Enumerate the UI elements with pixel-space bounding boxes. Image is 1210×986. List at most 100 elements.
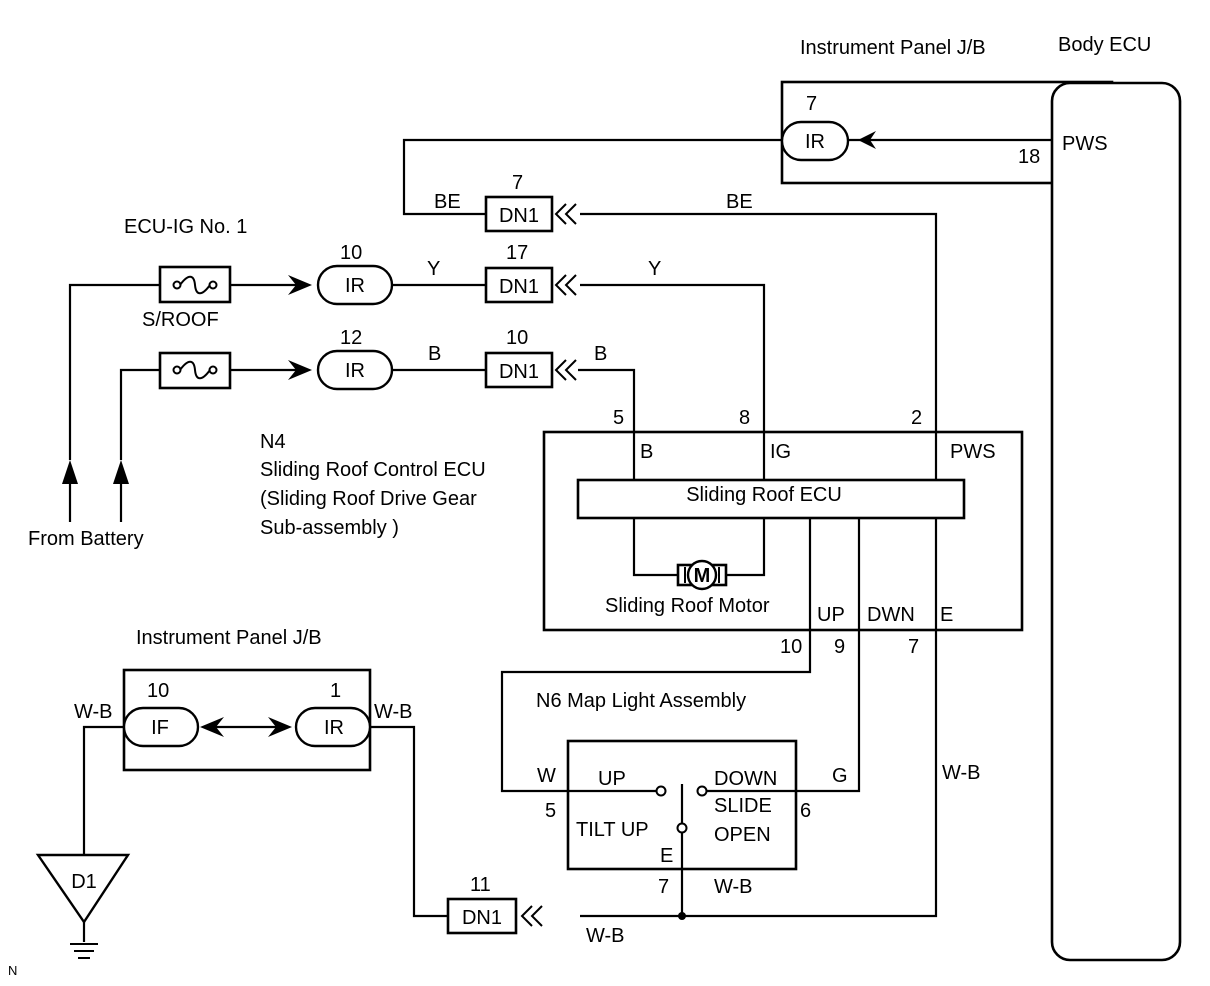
wire-b-label-left: B [428, 343, 441, 365]
n6-pin-e: 7 [658, 876, 669, 898]
n4-pin-dwn: 9 [834, 636, 845, 658]
junction-dot [678, 912, 686, 920]
jb2-if-pin: 10 [147, 680, 169, 702]
connector-arrow-ir-jb [268, 717, 292, 737]
n4-title-line2: (Sliding Roof Drive Gear [260, 488, 477, 510]
n4-pin-ig: 8 [739, 407, 750, 429]
body-ecu-title: Body ECU [1058, 34, 1151, 56]
connector-dn1-wb-label: DN1 [462, 907, 502, 929]
connector-ir-top [780, 120, 850, 162]
wire-battery-1 [68, 283, 160, 460]
chevrons-dn1-y [554, 274, 577, 296]
wire-motor-right [726, 518, 766, 577]
connector-ir-y-label: IR [345, 275, 365, 297]
fuse-unlabeled [158, 351, 232, 390]
wire-g-label: G [832, 765, 848, 787]
connector-ir-b [316, 349, 394, 391]
switch-contact-e [676, 822, 688, 834]
connector-ir-jb [294, 706, 372, 748]
n4-title-line1: Sliding Roof Control ECU [260, 459, 486, 481]
n6-pin-w: 5 [545, 800, 556, 822]
n4-title-line3: Sub-assembly ) [260, 517, 399, 539]
dn1-y-pin: 17 [506, 242, 528, 264]
wire-y-label-left: Y [427, 258, 440, 280]
n6-pin-g: 6 [800, 800, 811, 822]
ir-y-pin: 10 [340, 242, 362, 264]
bottom-jb-title: Instrument Panel J/B [136, 627, 322, 649]
connector-ir-top-label: IR [805, 131, 825, 153]
wire-up-w [500, 518, 812, 793]
sliding-roof-ecu-box [576, 478, 966, 520]
wire-y-right [580, 283, 766, 432]
body-ecu-pws: PWS [1062, 133, 1108, 155]
wire-e-wb [580, 518, 938, 918]
n4-pin-pws: 2 [911, 407, 922, 429]
jb2-ir-pin: 1 [330, 680, 341, 702]
fuse-sroof [158, 265, 232, 304]
battery-arrow-2 [113, 460, 129, 484]
top-jb-title: Instrument Panel J/B [800, 37, 986, 59]
n4-pin-b: 5 [613, 407, 624, 429]
battery-arrow-1 [62, 460, 78, 484]
ground-d1-triangle [35, 853, 131, 925]
top-jb-pin: 7 [806, 93, 817, 115]
fuse-label: S/ROOF [142, 309, 219, 331]
ir-b-pin: 12 [340, 327, 362, 349]
sliding-roof-ecu-label: Sliding Roof ECU [686, 484, 842, 506]
wire-wb-label-bottom: W-B [586, 925, 625, 947]
wire-motor-left [632, 518, 678, 577]
n6-open: OPEN [714, 824, 771, 846]
wire-wb-label-left: W-B [74, 701, 113, 723]
motor-label: Sliding Roof Motor [605, 595, 770, 617]
n6-down: DOWN [714, 768, 777, 790]
wire-be-label-right: BE [726, 191, 753, 213]
dn1-be-pin: 7 [512, 172, 523, 194]
chevrons-dn1-wb [520, 905, 543, 927]
connector-ir-y [316, 264, 394, 306]
wire-be-left [402, 138, 782, 216]
wire-wb-label-right: W-B [942, 762, 981, 784]
wire-dwn-g [702, 518, 861, 793]
n4-term-ig: IG [770, 441, 791, 463]
fuse-block-title: ECU-IG No. 1 [124, 216, 247, 238]
n4-term-e: E [940, 604, 953, 626]
connector-if [122, 706, 200, 748]
switch-contact-up [655, 785, 667, 797]
wire-battery-2 [119, 368, 160, 460]
body-ecu-box [1050, 81, 1182, 962]
connector-dn1-wb [446, 897, 518, 935]
connector-dn1-y-label: DN1 [499, 276, 539, 298]
connector-ir-b-label: IR [345, 360, 365, 382]
n4-term-pws: PWS [950, 441, 996, 463]
battery-label: From Battery [28, 528, 144, 550]
connector-ir-jb-label: IR [324, 717, 344, 739]
wire-y-label-right: Y [648, 258, 661, 280]
n6-up: UP [598, 768, 626, 790]
n4-pin-up: 10 [780, 636, 802, 658]
connector-dn1-y [484, 266, 554, 304]
n4-term-dwn: DWN [867, 604, 915, 626]
wire-wb-ground [82, 725, 124, 855]
connector-dn1-b [484, 351, 554, 389]
connector-arrow-top [858, 131, 876, 149]
ground-symbol [70, 943, 98, 959]
wire-dn1-wb-left [370, 725, 486, 918]
n4-ecu-box [542, 430, 1024, 632]
dn1-wb-pin: 11 [470, 874, 491, 896]
wire-wb-label-center: W-B [714, 876, 753, 898]
wire-w-label: W [537, 765, 556, 787]
n4-term-up: UP [817, 604, 845, 626]
n6-title: N6 Map Light Assembly [536, 690, 746, 712]
connector-arrow-if [200, 717, 224, 737]
connector-dn1-be-label: DN1 [499, 205, 539, 227]
dn1-b-pin: 10 [506, 327, 528, 349]
wire-wb-label-jb: W-B [374, 701, 413, 723]
n4-code: N4 [260, 431, 286, 453]
connector-dn1-be [484, 195, 554, 233]
wire-b-label-right: B [594, 343, 607, 365]
connector-arrow-ir-b [288, 360, 312, 380]
motor-icon [676, 559, 728, 591]
motor-symbol: M [694, 565, 711, 587]
n4-pin-e: 7 [908, 636, 919, 658]
